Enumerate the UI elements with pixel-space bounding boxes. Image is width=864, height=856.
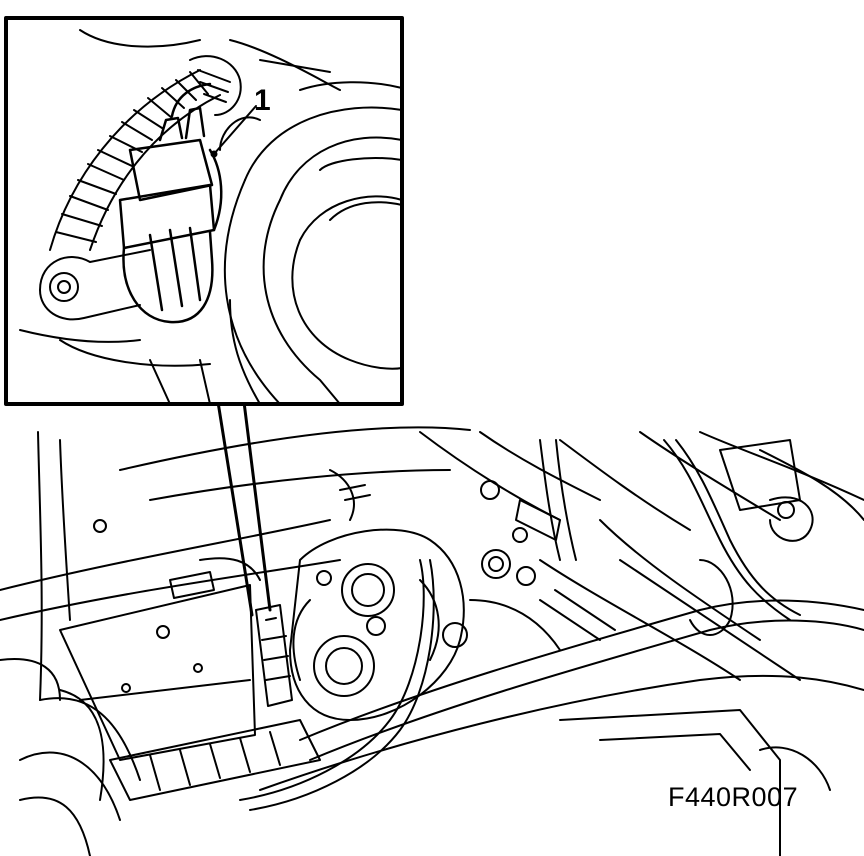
detail-leader [216, 400, 272, 617]
actuator-body [289, 528, 468, 721]
bellows-boot [219, 81, 403, 405]
engine-bay-view [0, 426, 864, 856]
connector-plug [118, 82, 223, 324]
callout-number-1: 1 [254, 84, 271, 117]
connector-detail [19, 29, 403, 405]
figure-code: F440R007 [668, 782, 799, 812]
connector-main-view [255, 604, 293, 707]
